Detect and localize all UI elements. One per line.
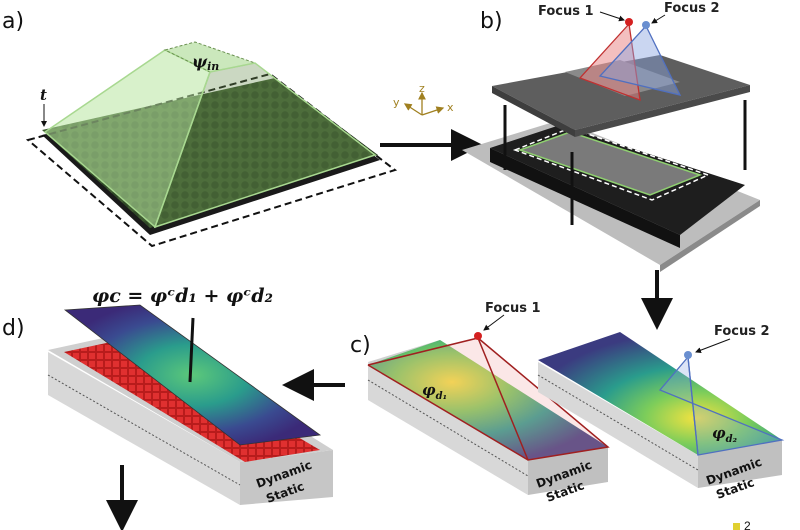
axis-x-label: x — [447, 101, 454, 114]
angle-psi-in: ψin — [192, 52, 219, 73]
phase-d2-label: φd₂ — [712, 424, 738, 445]
panel-a-label: a) — [2, 9, 24, 34]
phase-map-combined — [63, 304, 322, 446]
phase-map-focus1 — [368, 340, 608, 460]
equation-arrow — [188, 317, 195, 383]
phase-d1-label: φd₁ — [422, 381, 447, 402]
combined-phase-equation: φc = φᶜd₁ + φᶜd₂ — [92, 285, 273, 307]
axis-y-label: y — [393, 96, 400, 109]
panel-d-label: d) — [2, 316, 25, 341]
panel-c: c) Focus 1 φd₁ Dynamic Static Focus 2 φd… — [350, 301, 785, 505]
corner-fragment: 2 — [744, 519, 751, 530]
focus1-point — [625, 18, 633, 26]
focus1-label-c: Focus 1 — [485, 301, 541, 316]
coordinate-axes: z x y — [393, 82, 454, 116]
angle-region — [163, 41, 257, 73]
focus1-point-c — [474, 332, 482, 340]
pyramid-face-right — [153, 62, 377, 229]
focus2-point-c — [684, 351, 692, 359]
panel-d: d) φc = φᶜd₁ + φᶜd₂ Dynamic Static — [2, 285, 333, 506]
panel-a: a) ψin t — [2, 9, 398, 248]
focus2-label: Focus 2 — [664, 1, 720, 16]
panel-b: b) Focus 1 Focus 2 — [462, 1, 760, 272]
focus2-point — [642, 21, 650, 29]
focus2-pyramid — [598, 24, 682, 96]
focus1-pyramid — [578, 22, 641, 101]
axis-z-label: z — [419, 82, 425, 95]
phase-map-focus2 — [538, 332, 782, 455]
thickness-symbol: t — [40, 86, 47, 104]
focus2-label-c: Focus 2 — [714, 324, 770, 339]
panel-b-label: b) — [480, 9, 503, 34]
panel-c-label: c) — [350, 333, 371, 358]
metasurface-in-frame — [517, 131, 703, 196]
focus1-label: Focus 1 — [538, 4, 594, 19]
